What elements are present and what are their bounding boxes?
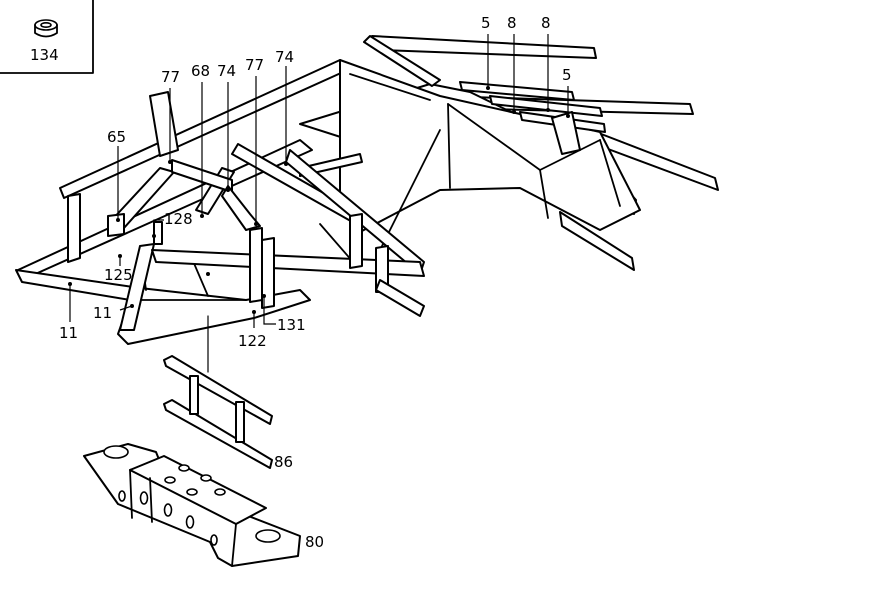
callout-128: 128 (164, 210, 193, 228)
callout-11: 11 (59, 324, 78, 342)
callout-5: 5 (562, 66, 572, 84)
inset-box: 134 (0, 0, 94, 74)
callout-74: 74 (275, 48, 294, 66)
callout-122: 122 (238, 332, 267, 350)
callout-8: 8 (507, 14, 517, 32)
callout-77: 77 (161, 68, 180, 86)
bushing-icon (34, 19, 58, 38)
callout-5: 5 (481, 14, 491, 32)
callout-125: 125 (104, 266, 133, 284)
callout-77: 77 (245, 56, 264, 74)
ladder-bracket-part (163, 355, 273, 469)
callout-80: 80 (305, 533, 324, 551)
leader-lines (68, 34, 570, 328)
chassis-frame (15, 35, 719, 345)
callout-74: 74 (217, 62, 236, 80)
callout-labels: 5 8 8 5 77 68 74 77 74 65 128 125 11 11 … (59, 14, 572, 551)
inset-label: 134 (30, 46, 59, 64)
callout-11: 11 (93, 304, 112, 322)
callout-86: 86 (274, 453, 293, 471)
callout-131: 131 (277, 316, 306, 334)
callout-65: 65 (107, 128, 126, 146)
mounting-block-part (83, 443, 301, 567)
callout-68: 68 (191, 62, 210, 80)
callout-8: 8 (541, 14, 551, 32)
